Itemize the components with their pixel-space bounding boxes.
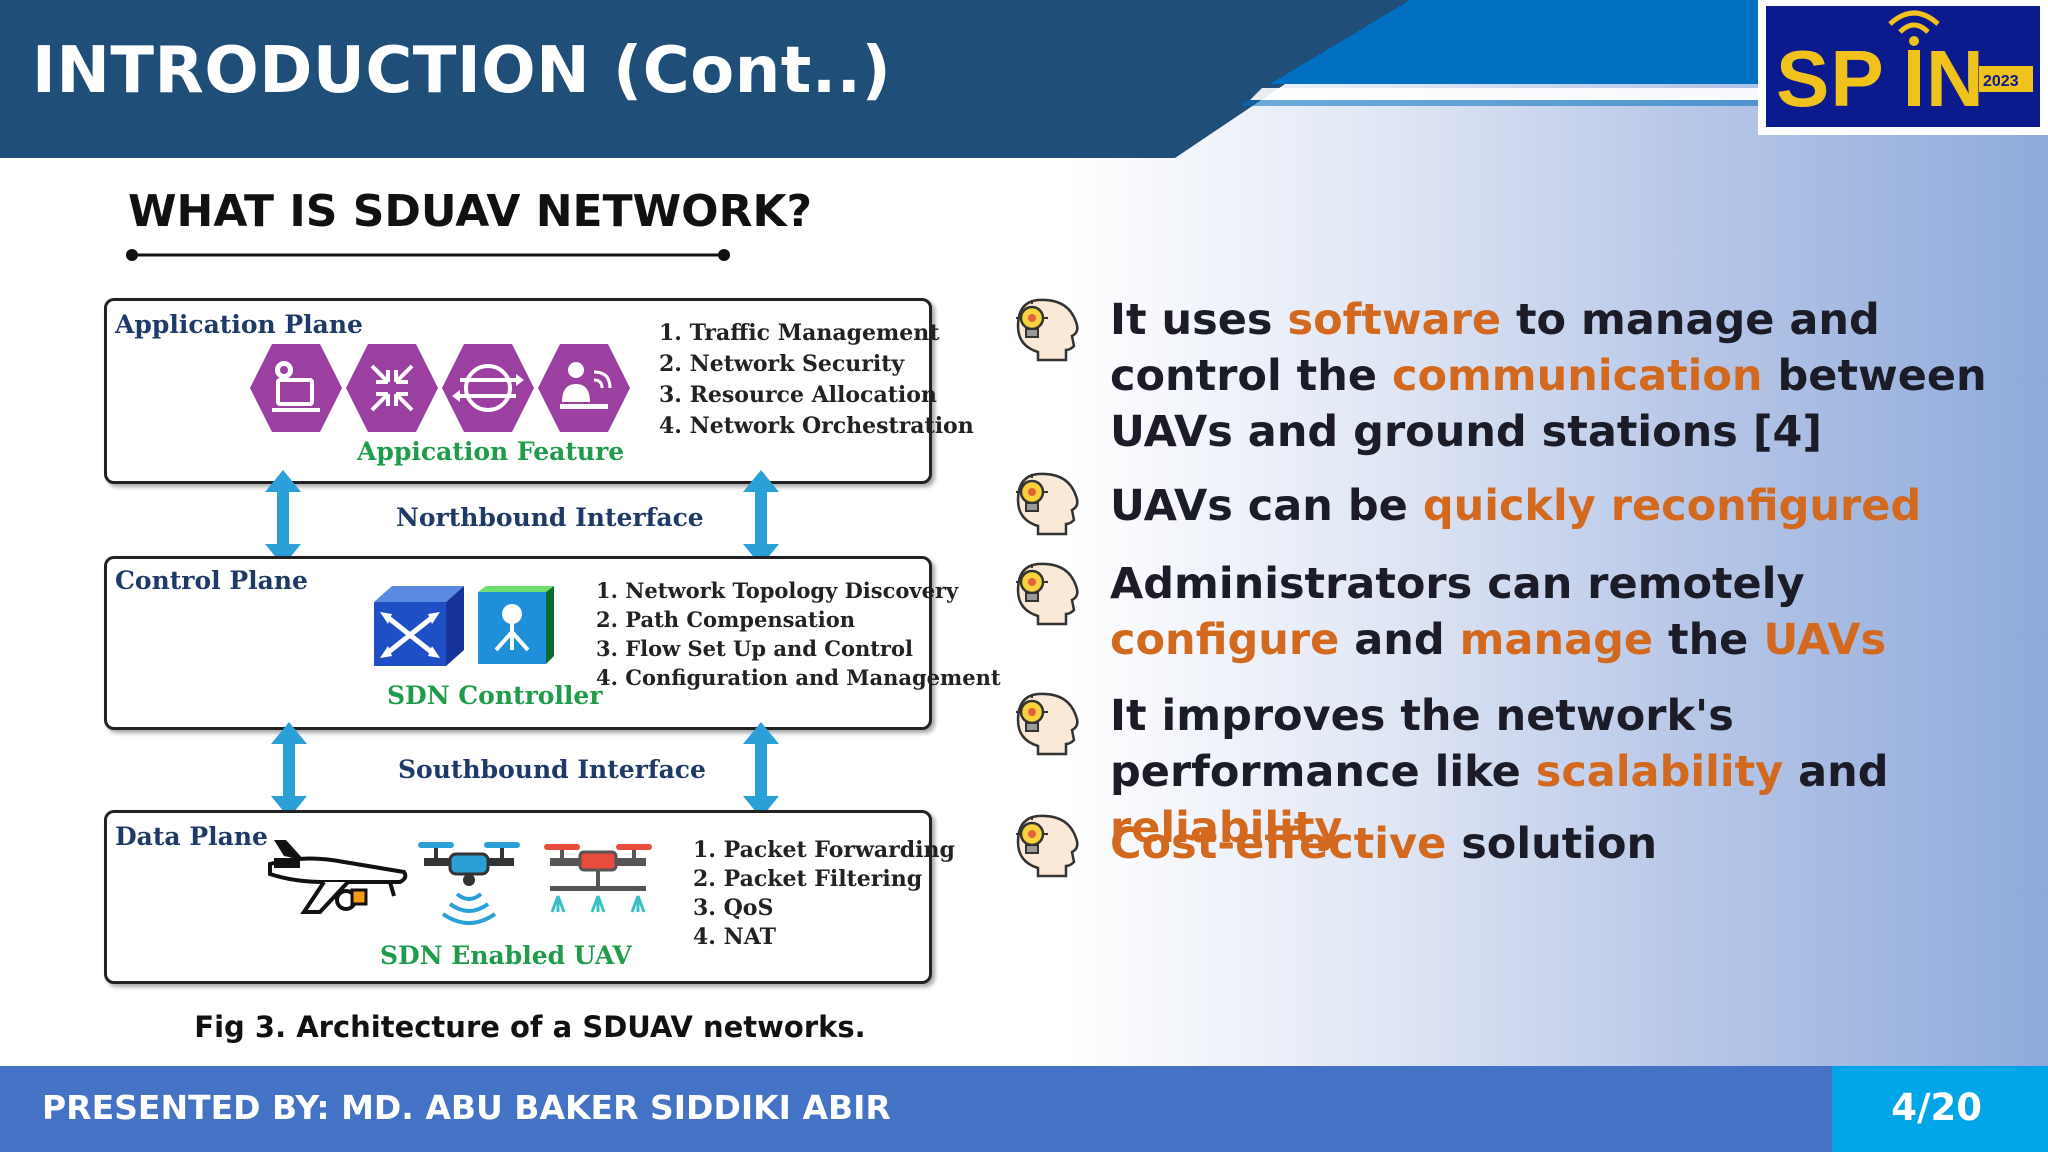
spray-drone-icon: [544, 844, 652, 913]
application-feature-caption: Appication Feature: [357, 437, 625, 466]
application-plane-label: Application Plane: [115, 310, 363, 339]
bullet-text-part: Administrators can remotely: [1110, 559, 1805, 609]
quadcopter-icon: [418, 842, 520, 925]
sync-icon: [442, 344, 534, 432]
northbound-arrow-left: [265, 470, 301, 566]
bullet-text-part: the: [1653, 615, 1764, 665]
data-plane-box: [104, 810, 932, 984]
military-drone-icon: [268, 840, 408, 914]
application-feature-icons: [250, 344, 630, 432]
highlight-text: software: [1287, 295, 1501, 345]
figure-caption: Fig 3. Architecture of a SDUAV networks.: [194, 1010, 866, 1044]
highlight-text: UAVs: [1763, 615, 1887, 665]
list-item: 3. Resource Allocation: [659, 382, 937, 408]
list-item: 4. Configuration and Management: [596, 665, 1001, 690]
footer-bar: PRESENTED BY: MD. ABU BAKER SIDDIKI ABIR…: [0, 1066, 2048, 1152]
lightbulb-head-icon: [1010, 470, 1082, 540]
svg-text:N: N: [1926, 34, 1984, 123]
lightbulb-head-icon: [1010, 296, 1082, 366]
compress-arrows-icon: [346, 344, 438, 432]
highlight-text: scalability: [1535, 747, 1784, 797]
bullet-text-part: to manage and control the: [1110, 295, 1880, 401]
bullet-text: It improves the network's performance li…: [1110, 688, 2010, 856]
sdn-enabled-uav-caption: SDN Enabled UAV: [380, 941, 632, 970]
lightbulb-head-icon: [1010, 812, 1082, 882]
list-item: 1. Network Topology Discovery: [596, 578, 959, 603]
list-item: 2. Path Compensation: [596, 607, 855, 632]
page-number: 4/20: [1891, 1086, 1982, 1129]
section-subtitle: WHAT IS SDUAV NETWORK?: [128, 186, 813, 237]
southbound-arrow-right: [743, 722, 779, 818]
controller-icon: [478, 586, 554, 664]
bullet-text: UAVs can be quickly reconfigured: [1110, 478, 2010, 534]
subtitle-underline: [126, 249, 730, 261]
application-feature-list: 1. Traffic Management 2. Network Securit…: [659, 318, 974, 442]
list-item: 1. Traffic Management: [659, 320, 940, 346]
highlight-text: configure: [1110, 615, 1340, 665]
user-wifi-icon: [538, 344, 630, 432]
data-plane-label: Data Plane: [115, 822, 268, 851]
sdn-controller-icons: [374, 586, 554, 666]
list-item: 2. Packet Filtering: [693, 866, 923, 892]
list-item: 2. Network Security: [659, 351, 905, 377]
bullet-text: Cost-effective solution: [1110, 816, 2010, 872]
bullet-text-part: between UAVs and ground stations [4]: [1110, 351, 1987, 457]
page-number-box: 4/20: [1832, 1066, 2048, 1152]
list-item: 4. NAT: [693, 924, 776, 950]
bullet-text-part: solution: [1446, 819, 1658, 869]
list-item: 3. QoS: [693, 895, 774, 921]
control-plane-label: Control Plane: [115, 566, 308, 595]
list-item: 1. Packet Forwarding: [693, 837, 955, 863]
bullet-text: It uses software to manage and control t…: [1110, 292, 2010, 460]
control-feature-list: 1. Network Topology Discovery 2. Path Co…: [596, 576, 1001, 692]
data-feature-list: 1. Packet Forwarding 2. Packet Filtering…: [693, 836, 955, 952]
logo-year: 2023: [1983, 73, 2019, 90]
highlight-text: Cost-effective: [1110, 819, 1447, 869]
highlight-text: reliability: [1110, 803, 1343, 853]
bullet-text: Administrators can remotely configure an…: [1110, 556, 2010, 668]
bullet-text-part: and: [1339, 615, 1460, 665]
list-item: 4. Network Orchestration: [659, 413, 974, 439]
settings-monitor-icon: [250, 344, 342, 432]
lightbulb-head-icon: [1010, 560, 1082, 630]
slide-title: INTRODUCTION (Cont..): [32, 34, 892, 108]
southbound-arrow-left: [271, 722, 307, 818]
uav-icons: [268, 840, 652, 925]
northbound-interface-label: Northbound Interface: [396, 503, 704, 532]
list-item: 3. Flow Set Up and Control: [596, 636, 913, 661]
spin-logo: SP N 2023: [1758, 0, 2048, 135]
bullet-text-part: and: [1783, 747, 1889, 797]
bullet-text-part: It improves the network's performance li…: [1110, 691, 1734, 797]
bullet-text-part: UAVs can be: [1110, 481, 1423, 531]
highlight-text: manage: [1459, 615, 1654, 665]
spin-logo-mark: SP N 2023: [1776, 10, 2033, 123]
sdn-controller-caption: SDN Controller: [387, 681, 603, 710]
southbound-interface-label: Southbound Interface: [398, 755, 706, 784]
presenter-text: PRESENTED BY: MD. ABU BAKER SIDDIKI ABIR: [42, 1088, 891, 1127]
bullet-text-part: It uses: [1110, 295, 1288, 345]
highlight-text: quickly reconfigured: [1422, 481, 1922, 531]
network-switch-icon: [374, 586, 464, 666]
northbound-arrow-right: [743, 470, 779, 566]
highlight-text: communication: [1391, 351, 1763, 401]
lightbulb-head-icon: [1010, 690, 1082, 760]
svg-text:SP: SP: [1776, 34, 1885, 123]
